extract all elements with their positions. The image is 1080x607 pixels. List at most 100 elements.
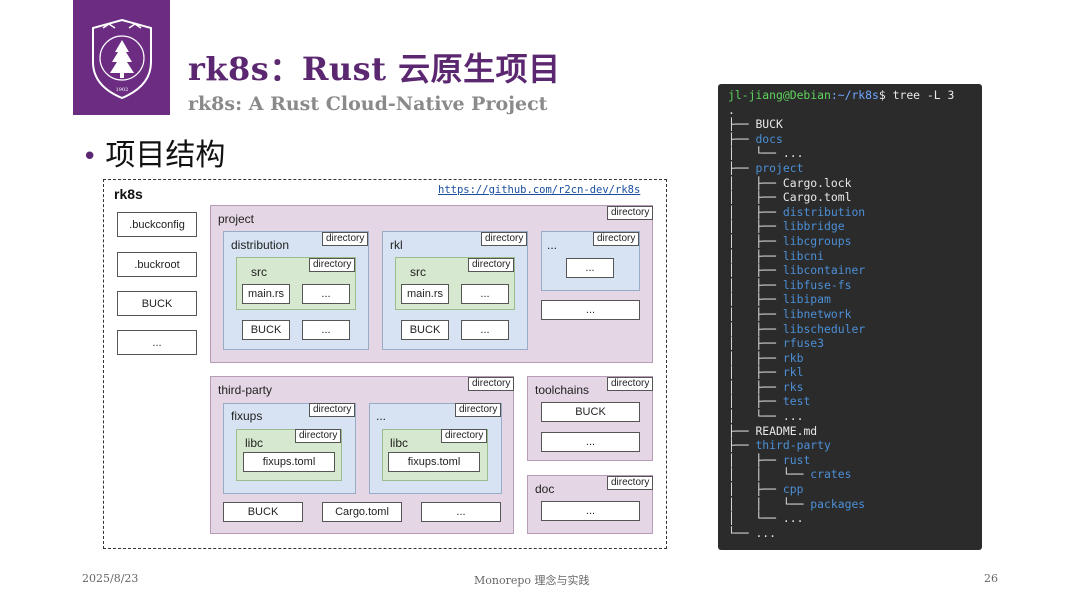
file-cargo-toml: Cargo.toml (322, 502, 402, 522)
directory-tag: directory (295, 429, 342, 443)
tree-directory-name: third-party (755, 438, 831, 453)
page-number: 26 (984, 572, 998, 585)
tree-directory-name: libipam (782, 292, 831, 307)
tree-output: .├── BUCK├── docs│ └── ...├── project│ ├… (728, 103, 982, 541)
tree-directory-name: distribution (782, 204, 866, 219)
tree-branch: └── (728, 525, 756, 540)
tree-branch: │ ├── (728, 336, 783, 351)
tree-file-name: ... (755, 525, 777, 540)
root-file-buckroot: .buckroot (117, 252, 197, 277)
root-label: rk8s (114, 186, 143, 202)
file-fixups-toml: fixups.toml (243, 452, 335, 472)
tree-line: │ ├── libbridge (728, 219, 982, 234)
libc-label: libc (390, 436, 409, 450)
tree-directory-name: rfuse3 (782, 336, 825, 351)
tree-branch: │ └── (728, 511, 783, 526)
tree-branch: ├── (728, 438, 756, 453)
bullet-point: •项目结构 (82, 130, 225, 174)
rkl-label: rkl (390, 238, 403, 252)
tree-file-name: ... (782, 409, 804, 424)
directory-tag: directory (607, 476, 654, 490)
project-label: project (218, 212, 255, 226)
tree-file-name: BUCK (755, 117, 783, 132)
tree-file-name: README.md (755, 423, 818, 438)
tree-line: ├── BUCK (728, 117, 982, 132)
file-buck: BUCK (242, 320, 290, 340)
tree-branch: │ ├── (728, 379, 783, 394)
distribution-label: distribution (231, 238, 290, 252)
tree-line: ├── project (728, 161, 982, 176)
tree-directory-name: libcontainer (782, 263, 866, 278)
tree-branch: ├── (728, 423, 756, 438)
prompt-path: :~/rk8s (830, 88, 879, 102)
seal-emblem: 1902 (92, 18, 152, 100)
tree-branch: │ ├── (728, 190, 783, 205)
file-more: ... (541, 432, 640, 452)
third-party-label: third-party (218, 383, 273, 397)
tree-directory-name: rks (782, 379, 804, 394)
tree-line: │ ├── rkl (728, 365, 982, 380)
file-more: ... (302, 284, 350, 304)
file-more: ... (461, 320, 509, 340)
tree-line: │ ├── rfuse3 (728, 336, 982, 351)
src-label: src (410, 265, 426, 279)
tree-line: │ ├── libipam (728, 292, 982, 307)
directory-tag: directory (309, 403, 356, 417)
tree-line: │ ├── cpp (728, 482, 982, 497)
tree-branch: ├── (728, 131, 756, 146)
bullet-dot-icon: • (82, 142, 98, 172)
tree-file-name: ... (782, 146, 804, 161)
terminal-window: jl-jiang@Debian:~/rk8s$ tree -L 3 .├── B… (718, 84, 982, 550)
prompt-user: jl-jiang@Debian (728, 88, 831, 102)
file-more: ... (302, 320, 350, 340)
root-file-buckconfig: .buckconfig (117, 212, 197, 237)
tree-branch: │ ├── (728, 365, 783, 380)
tree-line: │ ├── rust (728, 453, 982, 468)
tree-branch: │ └── (728, 146, 783, 161)
tree-branch: │ ├── (728, 292, 783, 307)
tree-directory-name: cpp (782, 482, 804, 497)
tree-directory-name: libfuse-fs (782, 277, 852, 292)
terminal-prompt: jl-jiang@Debian:~/rk8s$ tree -L 3 (728, 88, 982, 103)
prompt-command: $ tree -L 3 (878, 88, 955, 102)
tree-line: │ ├── test (728, 394, 982, 409)
university-logo: 1902 (73, 0, 170, 115)
tree-directory-name: rkl (782, 365, 804, 380)
tree-branch: │ └── (728, 409, 783, 424)
libc-label: libc (245, 436, 264, 450)
file-main-rs: main.rs (242, 284, 290, 304)
repo-link[interactable]: https://github.com/r2cn-dev/rk8s (438, 184, 641, 196)
slide-subtitle: rk8s: A Rust Cloud-Native Project (188, 93, 548, 115)
file-buck: BUCK (541, 402, 640, 422)
tree-line: │ ├── libcgroups (728, 234, 982, 249)
tree-line: │ ├── rkb (728, 351, 982, 366)
tree-directory-name: libcgroups (782, 233, 852, 248)
slide-title: rk8s：Rust 云原生项目 (188, 50, 561, 88)
file-more: ... (461, 284, 509, 304)
tree-line: │ ├── libfuse-fs (728, 278, 982, 293)
src-label: src (251, 265, 267, 279)
tree-line: ├── README.md (728, 424, 982, 439)
directory-tag: directory (468, 258, 515, 272)
tree-directory-name: libnetwork (782, 306, 852, 321)
fixups-label: fixups (231, 409, 263, 423)
file-more: ... (541, 501, 640, 521)
tree-line: │ ├── libcni (728, 249, 982, 264)
tree-directory-name: packages (810, 496, 866, 511)
tree-file-name: ... (782, 511, 804, 526)
directory-tag: directory (455, 403, 502, 417)
toolchains-label: toolchains (535, 383, 590, 397)
tree-file-name: Cargo.toml (782, 190, 852, 205)
tree-branch: ├── (728, 160, 756, 175)
tree-line: │ └── ... (728, 146, 982, 161)
root-file-buck: BUCK (117, 291, 197, 316)
tree-line: │ ├── rks (728, 380, 982, 395)
tree-branch: │ ├── (728, 321, 783, 336)
tree-branch: │ │ └── (728, 467, 811, 482)
footer-date: 2025/8/23 (82, 572, 139, 585)
tree-directory-name: libbridge (782, 219, 845, 234)
tree-directory-name: test (782, 394, 811, 409)
tree-file-name: Cargo.lock (782, 175, 852, 190)
tree-directory-name: crates (810, 467, 852, 482)
root-file-more: ... (117, 330, 197, 355)
